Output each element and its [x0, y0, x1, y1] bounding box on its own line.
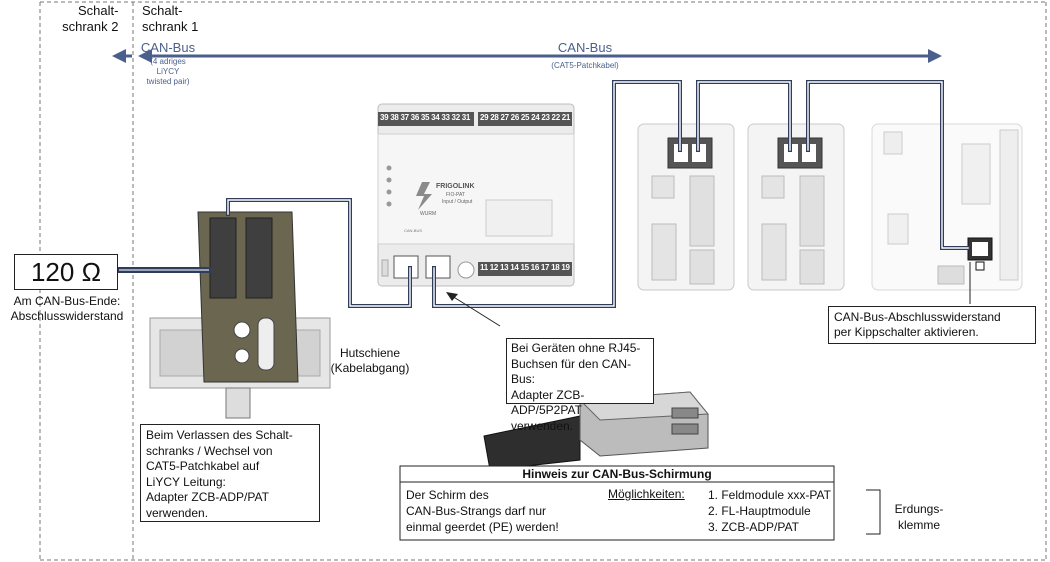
shield-note-text-2: CAN-Bus-Strangs darf nur — [406, 504, 547, 518]
bus-arrow-left — [112, 49, 132, 63]
cabinet-borders — [39, 1, 1047, 561]
can-bus-right-sub: (CAT5-Patchkabel) — [551, 61, 619, 70]
note-rj45: Bei Geräten ohne RJ45- Buchsen für den C… — [506, 338, 654, 433]
cabinet-1-label: Schalt- schrank 1 — [142, 3, 198, 35]
io-module-fio-pat — [377, 103, 575, 287]
can-bus-left-title: CAN-Bus — [140, 40, 196, 55]
module-terminals-top-right: 29 28 27 26 25 24 23 22 21 — [480, 113, 571, 122]
module-terminals-top-left: 39 38 37 36 35 34 33 32 31 — [380, 113, 471, 122]
shield-note-frame — [399, 465, 881, 541]
note-adapter-pat-2: schranks / Wechsel von — [146, 443, 273, 458]
resistor-caption-2: Abschlusswiderstand — [10, 309, 124, 323]
module-bus-label: CAN-BUS — [404, 228, 423, 233]
note-adapter-pat: Beim Verlassen des Schalt- schranks / We… — [140, 424, 320, 522]
shield-ground-1: Erdungs- — [894, 502, 944, 516]
din-rail-line-2: (Kabelabgang) — [330, 361, 410, 375]
note-terminator: CAN-Bus-Abschlusswiderstand per Kippscha… — [828, 306, 1036, 344]
can-bus-left-sub-1: (4 adriges — [150, 57, 186, 66]
can-bus-left-sub-2: LiYCY — [156, 67, 180, 76]
shield-option-3: 3. ZCB-ADP/PAT — [708, 520, 799, 534]
field-module-2 — [747, 123, 845, 291]
note-adapter-pat-1: Beim Verlassen des Schalt- — [146, 428, 293, 442]
cabinet-2-line-1: Schalt- — [78, 3, 119, 18]
module-terminals-bottom: 11 12 13 14 15 16 17 18 19 — [480, 263, 570, 272]
note-terminator-2: per Kippschalter aktivieren. — [834, 325, 979, 339]
can-bus-left-sub-3: twisted pair) — [146, 77, 190, 86]
note-adapter-pat-4: LiYCY Leitung: — [146, 474, 226, 489]
resistor-caption: Am CAN-Bus-Ende: Abschlusswiderstand — [2, 294, 132, 324]
shield-note-text-3: einmal geerdet (PE) werden! — [406, 520, 559, 534]
fl-main-module — [871, 123, 1023, 291]
note-adapter-pat-3: CAT5-Patchkabel auf — [146, 459, 260, 473]
bus-arrow-right — [138, 49, 942, 63]
can-bus-cables — [117, 80, 970, 308]
cabinet-1-line-2: schrank 1 — [142, 19, 199, 34]
shield-option-2: 2. FL-Hauptmodule — [708, 504, 811, 518]
shield-option-1: 1. Feldmodule xxx-PAT — [708, 488, 831, 502]
shield-note-text-1: Der Schirm des — [406, 488, 489, 502]
shield-ground-label: Erdungs- klemme — [884, 501, 954, 533]
shield-note-title: Hinweis zur CAN-Bus-Schirmung — [522, 467, 712, 481]
note-rj45-3: Adapter ZCB-ADP/5P2PAT — [511, 387, 585, 418]
module-model: FIO-PAT — [446, 192, 465, 198]
field-module-1 — [637, 123, 735, 291]
note-terminator-1: CAN-Bus-Abschlusswiderstand — [834, 310, 1001, 324]
module-maker: WURM — [420, 211, 437, 217]
cabinet-1-line-1: Schalt- — [142, 3, 183, 18]
shield-options-label: Möglichkeiten: — [608, 487, 685, 501]
resistor-value: 120 Ω — [30, 257, 102, 287]
note-rj45-1: Bei Geräten ohne RJ45- — [511, 341, 641, 355]
cabinet-2-line-2: schrank 2 — [62, 19, 119, 34]
note-rj45-2: Buchsen für den CAN-Bus: — [511, 356, 632, 387]
resistor-caption-1: Am CAN-Bus-Ende: — [13, 294, 121, 308]
rj45-adapter-5p2pat — [483, 391, 710, 471]
din-rail-label: Hutschiene (Kabelabgang) — [320, 346, 420, 376]
din-rail-adapter — [149, 211, 331, 419]
din-rail-line-1: Hutschiene — [339, 346, 401, 360]
note-rj45-4: verwenden. — [511, 418, 574, 433]
resistor-box: 120 Ω — [14, 254, 118, 290]
can-bus-right-title: CAN-Bus — [557, 40, 613, 55]
can-bus-left-label: CAN-Bus (4 adriges LiYCY twisted pair) — [138, 40, 198, 87]
module-subtitle: Input / Output — [442, 199, 473, 205]
cabinet-2-label: Schalt- schrank 2 — [62, 3, 119, 35]
pointer-lines — [451, 262, 971, 327]
module-brand: FRIGOLINK — [436, 183, 475, 190]
shield-note-text: Der Schirm des CAN-Bus-Strangs darf nur … — [406, 487, 559, 535]
can-bus-right-label: CAN-Bus (CAT5-Patchkabel) — [540, 40, 630, 71]
pointer-arrowhead — [446, 292, 458, 301]
note-adapter-pat-6: verwenden. — [146, 505, 209, 520]
note-adapter-pat-5: Adapter ZCB-ADP/PAT — [146, 490, 269, 504]
shield-options: 1. Feldmodule xxx-PAT 2. FL-Hauptmodule … — [708, 487, 831, 535]
shield-ground-2: klemme — [897, 518, 940, 532]
